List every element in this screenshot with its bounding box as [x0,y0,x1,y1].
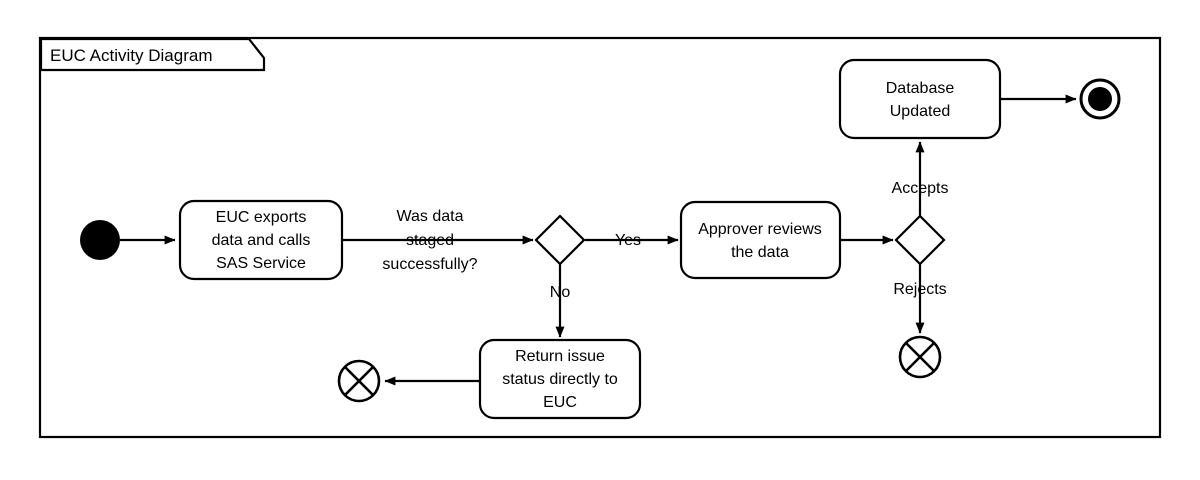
svg-text:Was data: Was data [397,208,464,225]
edge-label-no: No [550,284,571,301]
edges-layer [120,94,1077,386]
svg-text:status directly to: status directly to [502,371,618,388]
node-decision-approval[interactable] [894,214,946,266]
node-flow-final-reject[interactable] [898,335,942,379]
frame-label-tab [39,37,266,72]
edge-label-yes: Yes [615,232,641,249]
svg-text:the data: the data [731,244,789,261]
svg-text:Database: Database [886,80,955,97]
edge-label-was-data-staged: Was data staged successfully? [382,208,477,273]
node-decision-staged[interactable] [534,214,586,266]
action-node-shape [838,58,1002,140]
edge-label-accepts: Accepts [892,180,949,197]
svg-text:Approver reviews: Approver reviews [698,221,822,238]
node-activity-final[interactable] [1079,78,1121,120]
node-database-updated[interactable]: Database Updated [838,58,1002,140]
node-flow-final-issue[interactable] [337,359,381,403]
edge-label-rejects: Rejects [893,281,946,298]
svg-text:EUC exports: EUC exports [216,209,307,226]
svg-text:staged: staged [406,232,454,249]
flow-final-cross-icon [344,366,374,396]
initial-node-icon [80,220,120,260]
node-initial[interactable] [80,220,120,260]
svg-text:SAS Service: SAS Service [216,255,306,272]
decision-diamond-icon [534,214,586,266]
edge-labels-layer: Was data staged successfully? Yes No Acc… [382,180,948,301]
action-node-shape [478,338,642,420]
action-node-shape [178,199,344,281]
final-node-core [1088,87,1112,111]
node-return-issue[interactable]: Return issue status directly to EUC [478,338,642,420]
svg-text:Updated: Updated [890,103,951,120]
action-node-shape [679,200,842,280]
node-euc-export[interactable]: EUC exports data and calls SAS Service [178,199,344,281]
flow-final-cross-icon [905,342,935,372]
svg-text:data and calls: data and calls [212,232,311,249]
node-approver-review[interactable]: Approver reviews the data [679,200,842,280]
decision-diamond-icon [894,214,946,266]
svg-text:Return issue: Return issue [515,348,605,365]
svg-text:EUC: EUC [543,394,577,411]
svg-text:successfully?: successfully? [382,256,477,273]
frame-label: EUC Activity Diagram [50,46,212,65]
